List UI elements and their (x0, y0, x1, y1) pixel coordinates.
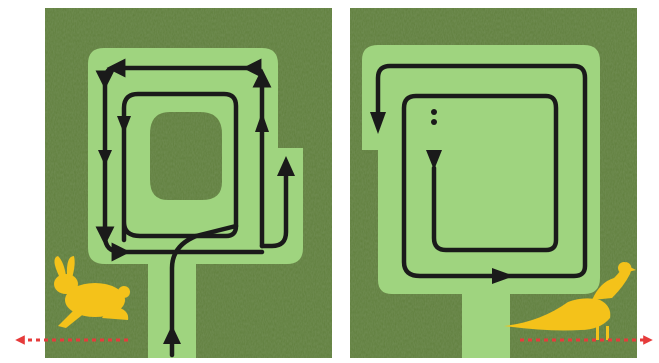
start-dot (431, 119, 437, 125)
left-panel (20, 8, 332, 358)
right-panel (350, 8, 648, 358)
start-dot (431, 109, 437, 115)
